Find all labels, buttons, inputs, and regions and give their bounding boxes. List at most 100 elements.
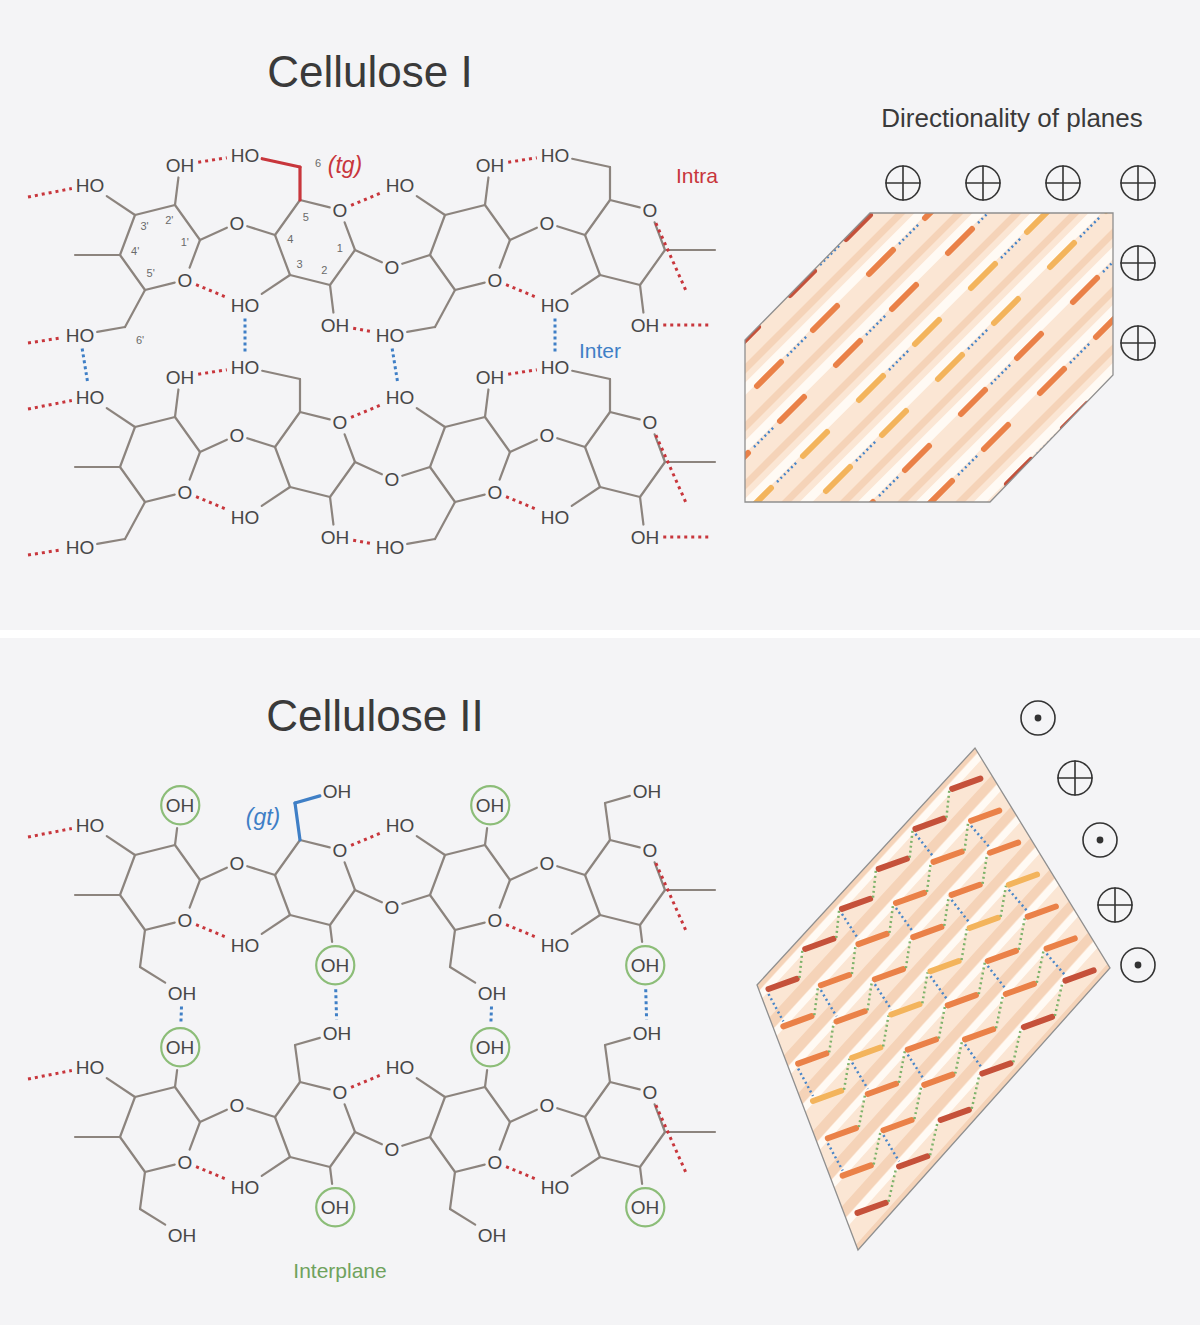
ring-bond bbox=[290, 915, 330, 925]
glycosidic-bond bbox=[355, 1132, 382, 1144]
hydroxyl-bond bbox=[572, 275, 600, 294]
c6-bond bbox=[140, 930, 145, 967]
hbond-dots bbox=[1044, 21, 1064, 41]
circle-outline-shape bbox=[316, 1188, 354, 1226]
intra-hbond bbox=[28, 401, 72, 409]
chain-dash bbox=[891, 1004, 919, 1014]
symbol-stroke bbox=[1137, 326, 1139, 360]
atom-label: OH bbox=[168, 1226, 197, 1245]
ring-bond bbox=[485, 1087, 510, 1122]
atom-label: OH bbox=[633, 782, 662, 801]
circle-outline-shape bbox=[471, 1028, 509, 1066]
ring-bond bbox=[135, 845, 175, 855]
atom-label: OH bbox=[631, 528, 660, 547]
atom-label: HO bbox=[541, 296, 570, 315]
hydroxyl-bond bbox=[572, 915, 600, 934]
chain-band bbox=[761, 806, 1090, 1169]
atom-label: OH bbox=[166, 796, 195, 815]
hydroxyl-bond bbox=[107, 836, 135, 855]
c6-bond bbox=[450, 1209, 475, 1225]
chain-dash bbox=[843, 1165, 871, 1175]
ring-bond bbox=[585, 235, 600, 275]
circle-outline-shape bbox=[316, 946, 354, 984]
hydroxyl-bond bbox=[262, 915, 290, 934]
interplane-dots bbox=[800, 950, 803, 978]
glycosidic-bond bbox=[200, 868, 227, 880]
heading-label: Directionality of planes bbox=[881, 105, 1143, 131]
chain-dash bbox=[981, 138, 1005, 162]
hbond-dots bbox=[896, 908, 913, 932]
interplane-dots bbox=[868, 980, 873, 1010]
ring-bond bbox=[190, 240, 200, 268]
atom-label: O bbox=[643, 413, 658, 432]
glycosidic-bond bbox=[402, 895, 430, 904]
atom-label: O bbox=[643, 1083, 658, 1102]
chain-dash bbox=[821, 975, 849, 985]
intra-hbond bbox=[353, 328, 372, 331]
hydroxyl-bond bbox=[417, 1078, 445, 1097]
bond-type-label: Intra bbox=[676, 165, 718, 186]
c6-bond bbox=[450, 967, 475, 983]
atom-number: 5 bbox=[303, 212, 309, 223]
intra-hbond bbox=[351, 832, 382, 845]
ring-bond bbox=[455, 1165, 485, 1172]
hbond-dots bbox=[820, 245, 840, 265]
hydroxyl-bond bbox=[175, 1070, 177, 1087]
hbond-dots bbox=[965, 1044, 982, 1068]
atom-label: OH bbox=[321, 1198, 350, 1217]
c6-bond bbox=[435, 502, 455, 539]
chain-dash bbox=[701, 418, 725, 442]
atom-label: HO bbox=[231, 508, 260, 527]
chain-dash bbox=[938, 355, 962, 379]
interplane-dots bbox=[927, 863, 931, 892]
ring-bond bbox=[485, 205, 510, 240]
intra-hbond bbox=[196, 1167, 227, 1180]
atom-label: O bbox=[178, 271, 193, 290]
chain-dash bbox=[803, 432, 827, 456]
intra-hbond bbox=[656, 435, 687, 505]
atom-label: O bbox=[333, 1083, 348, 1102]
ring-bond bbox=[585, 447, 600, 487]
hydroxyl-bond bbox=[107, 1078, 135, 1097]
circled-dot-symbol bbox=[1083, 823, 1117, 857]
chain-dash bbox=[813, 1091, 841, 1101]
hydroxyl-bond bbox=[640, 285, 643, 313]
ring-bond bbox=[345, 434, 355, 462]
bond-type-label: Interplane bbox=[293, 1260, 386, 1281]
atom-label: HO bbox=[66, 326, 95, 345]
chain-band bbox=[787, 866, 1130, 1247]
chain-dash bbox=[798, 1053, 826, 1063]
glycosidic-bond bbox=[557, 438, 585, 447]
ring-bond bbox=[145, 923, 175, 930]
chain-dash bbox=[768, 979, 796, 989]
panel-title: Cellulose I bbox=[267, 50, 472, 94]
hbond-dots bbox=[767, 588, 787, 608]
interplane-dots bbox=[965, 822, 969, 851]
symbol-ring bbox=[1098, 888, 1132, 922]
glycosidic-bond bbox=[510, 868, 537, 880]
ring-bond bbox=[330, 1132, 355, 1167]
intra-hbond bbox=[351, 1074, 382, 1087]
chain-dash bbox=[1096, 313, 1120, 337]
atom-label: O bbox=[488, 483, 503, 502]
conformation-label: (gt) bbox=[246, 806, 281, 829]
c6-bond bbox=[295, 796, 320, 803]
intra-hbond bbox=[351, 404, 382, 417]
chain-dash bbox=[1009, 875, 1037, 885]
chain-dash bbox=[994, 299, 1018, 323]
glycosidic-bond bbox=[510, 228, 537, 240]
circled-dot-symbol bbox=[1021, 701, 1055, 735]
circled-plus-symbol bbox=[1058, 761, 1092, 795]
glycosidic-bond bbox=[200, 1110, 227, 1122]
interplane-dots bbox=[829, 1022, 834, 1052]
circled-plus-symbol bbox=[1121, 246, 1155, 280]
ring-bond bbox=[610, 200, 640, 207]
atom-label: O bbox=[540, 214, 555, 233]
ring-bond bbox=[275, 875, 290, 915]
c6-bond bbox=[407, 327, 435, 332]
atom-label: OH bbox=[633, 1024, 662, 1043]
inter-hbond bbox=[489, 1006, 493, 1022]
chain-dash bbox=[948, 995, 976, 1005]
ring-bond bbox=[120, 1097, 135, 1137]
chain-dash bbox=[846, 215, 870, 239]
